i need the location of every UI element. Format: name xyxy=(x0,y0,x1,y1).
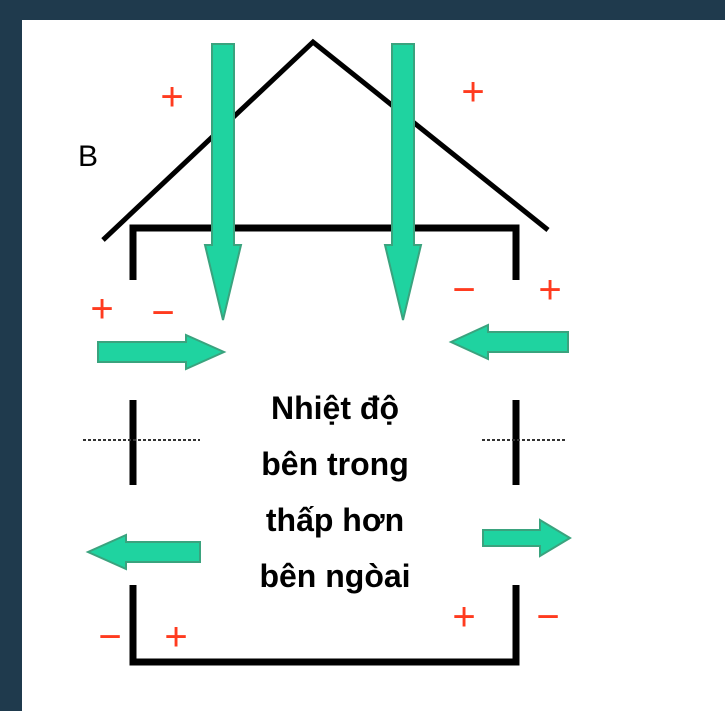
sign-bottom-right-inner: + xyxy=(452,595,475,639)
caption-line-2: bên trong xyxy=(261,446,409,482)
corner-label: B xyxy=(78,140,98,173)
sign-upper-left-outer: + xyxy=(90,287,113,331)
sign-bottom-right-outer: − xyxy=(536,595,559,639)
diagram-panel xyxy=(22,20,725,711)
sign-bottom-left-inner: + xyxy=(164,615,187,659)
roof-line xyxy=(101,38,550,242)
sign-roof-right: + xyxy=(461,70,484,114)
sign-upper-right-outer: + xyxy=(538,268,561,312)
sign-roof-left: + xyxy=(160,75,183,119)
sign-bottom-left-outer: − xyxy=(98,615,121,659)
arrow-lower-right-out xyxy=(482,518,572,558)
pressure-signs: +++−−+−++− xyxy=(90,70,561,659)
caption-line-3: thấp hơn xyxy=(266,502,404,538)
caption-line-4: bên ngòai xyxy=(259,558,410,594)
arrow-upper-left-in xyxy=(97,333,227,371)
arrow-upper-right-in xyxy=(448,323,569,361)
arrow-roof-right-down xyxy=(383,43,423,321)
sign-upper-left-inner: − xyxy=(151,291,174,335)
arrow-lower-left-out xyxy=(85,533,201,571)
ceiling-line xyxy=(129,224,520,280)
arrow-roof-left-down xyxy=(203,43,243,321)
sign-upper-right-inner: − xyxy=(452,268,475,312)
caption-line-1: Nhiệt độ xyxy=(271,390,399,426)
floor-line xyxy=(129,585,520,666)
